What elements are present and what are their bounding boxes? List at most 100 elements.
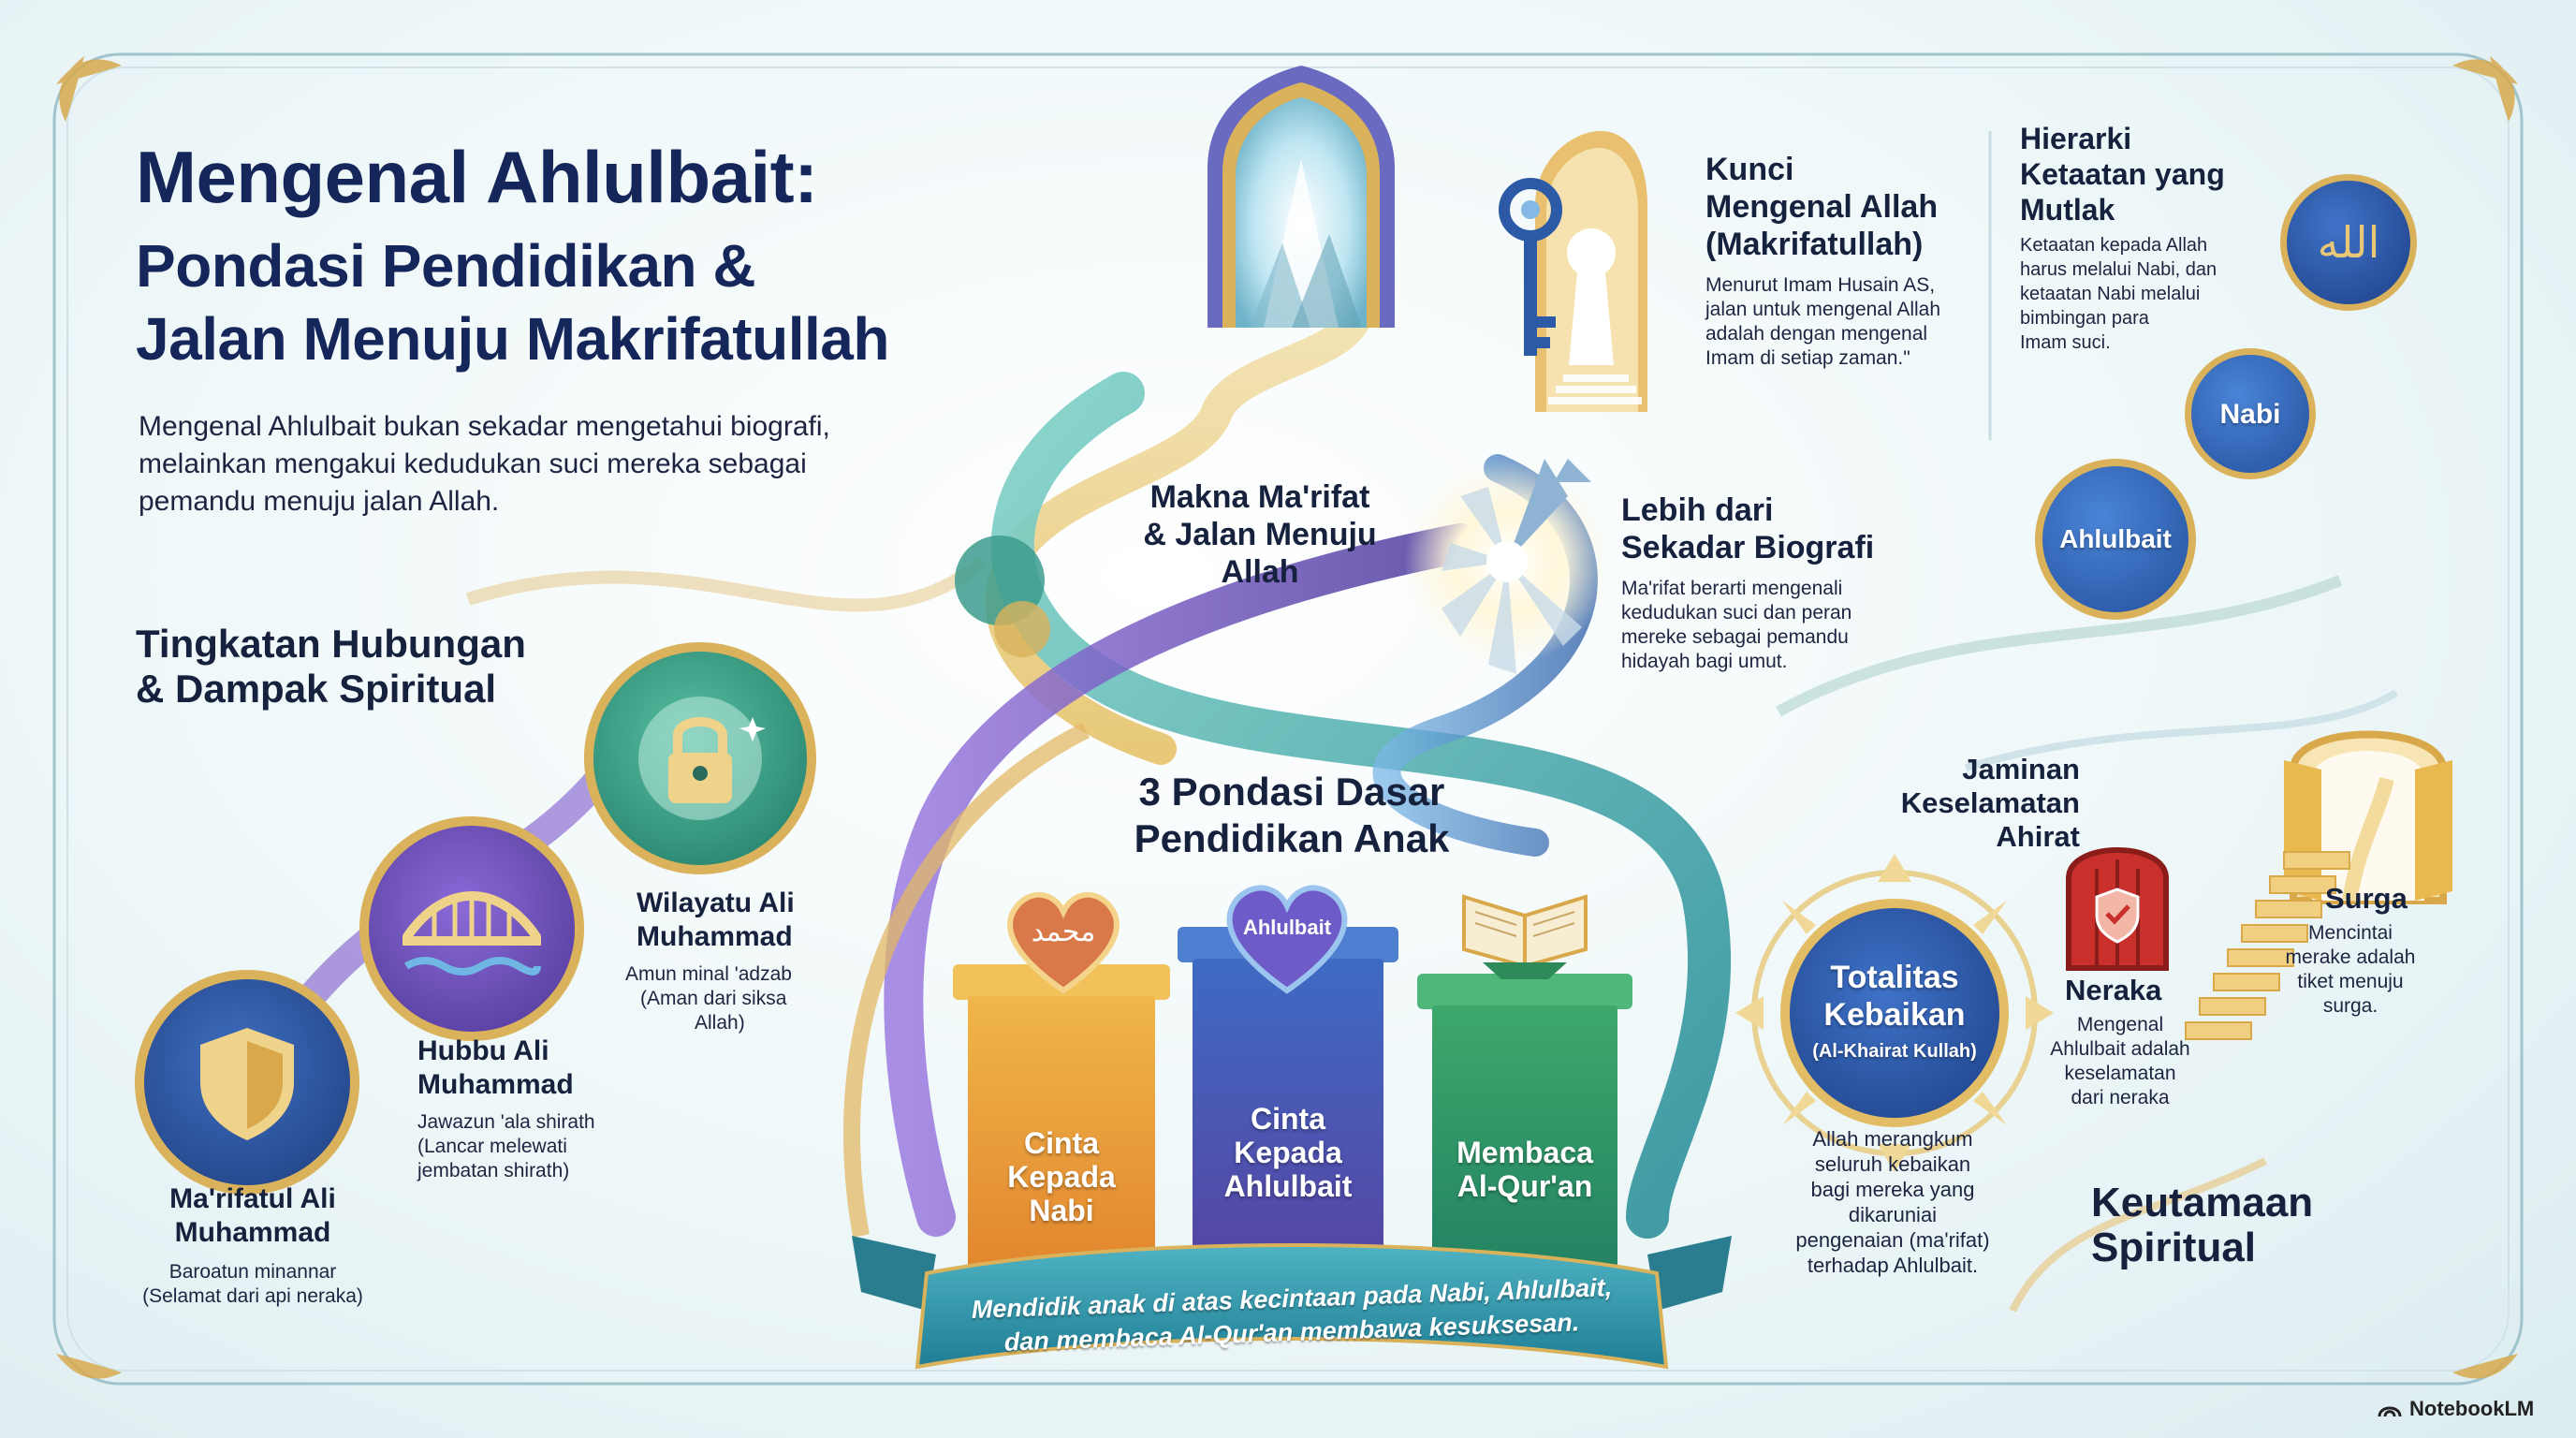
totalitas-line2: Kebaikan [1823,997,1966,1033]
wilayatu-circle [584,642,816,874]
intro-line3: pemandu menuju jalan Allah. [139,486,500,517]
hierarchy-body-1: Ketaatan kepada Allah [2020,235,2208,256]
surga-desc-1: Mencintai [2308,922,2393,944]
pillar-1-label-1: Cinta [1024,1126,1099,1160]
key-heading-1: Kunci [1705,152,1794,187]
jaminan-heading-1: Jaminan [1962,753,2080,785]
biografi-heading-2: Sekadar Biografi [1621,530,1875,565]
allah-circle: الله [2280,174,2417,311]
key-icon [1499,178,1562,356]
neraka-title: Neraka [2065,974,2162,1006]
key-body-2: jalan untuk mengenal Allah [1705,299,1941,320]
bridge-icon [402,891,542,976]
brand-label: NotebookLM [2409,1397,2535,1420]
keutamaan-line1: Keutamaan [2091,1180,2314,1225]
surga-title: Surga [2325,882,2408,915]
hierarchy-heading-1: Hierarki [2020,122,2132,155]
shielded-door-icon [2066,847,2169,971]
pillar-3-label-1: Membaca [1456,1136,1593,1169]
notebooklm-logo-icon [2378,1406,2402,1417]
neraka-desc-4: dari neraka [2071,1087,2170,1108]
hierarchy-heading-3: Mutlak [2020,193,2115,227]
wilayatu-desc-1: Amun minal 'adzab [625,963,792,985]
hierarchy-body-3: ketaatan Nabi melalui [2020,284,2201,304]
heart-muhammad-icon [1007,892,1120,994]
tingkatan-heading-1: Tingkatan Hubungan [136,622,526,666]
keutamaan-line2: Spiritual [2091,1225,2257,1270]
totalitas-badge [1780,899,2009,1127]
hubbu-circle [359,816,584,1041]
hierarchy-body-5: Imam suci. [2020,332,2111,353]
heart-ahlulbait-icon [1226,885,1348,994]
pillar-1-label-3: Nabi [1029,1194,1094,1227]
key-heading-2: Mengenal Allah [1705,189,1939,225]
page-title-line2: Pondasi Pendidikan & [136,232,756,300]
surga-desc-2: merake adalah [2285,946,2416,968]
key-heading-3: (Makrifatullah) [1705,227,1924,262]
ribbon-banner [852,1236,1732,1370]
intro-line1: Mengenal Ahlulbait bukan sekadar mengeta… [139,411,830,442]
neraka-desc-3: keselamatan [2064,1063,2176,1084]
heart-muhammad-text: محمد [1031,916,1096,948]
ahlulbait-circle: Ahlulbait [2035,459,2196,620]
marifatul-circle [135,970,359,1195]
lock-icon [638,697,766,820]
shield-icon [200,1028,294,1140]
biografi-body-4: hidayah bagi umut. [1621,651,1788,672]
stairs-icon [2185,851,2350,1040]
heart-ahlulbait-text: Ahlulbait [1242,916,1332,939]
totalitas-line3: (Al-Khairat Kullah) [1812,1041,1977,1062]
allah-calligraphy: الله [2317,217,2380,268]
light-burst-icon [1404,459,1610,674]
keyhole-arch-icon [1535,131,1647,412]
hierarchy-body-4: bimbingan para [2020,308,2149,329]
nabi-circle: Nabi [2185,348,2316,479]
surga-desc-3: tiket menuju [2297,971,2404,992]
totalitas-body-6: terhadap Ahlulbait. [1807,1254,1979,1277]
marifatul-desc-2: (Selamat dari api neraka) [142,1285,363,1307]
page-title-line1: Mengenal Ahlulbait: [136,136,818,218]
brand-mark: NotebookLM [2378,1397,2534,1421]
marifatul-desc-1: Baroatun minannar [168,1261,337,1283]
ahlulbait-circle-label: Ahlulbait [2059,523,2172,553]
totalitas-line1: Totalitas [1830,960,1959,995]
tingkatan-heading-2: & Dampak Spiritual [136,667,497,711]
key-body-3: adalah dengan mengenal [1705,323,1928,345]
pillar-3-label-2: Al-Qur'an [1456,1169,1593,1203]
quran-icon [1462,894,1588,979]
nabi-circle-label: Nabi [2219,398,2281,430]
pillar-3-cap [1417,974,1632,1009]
makna-heading-1: Makna Ma'rifat [1149,479,1370,515]
jaminan-heading-3: Ahirat [1996,820,2080,853]
hubbu-title-2: Muhammad [417,1069,574,1100]
hubbu-title-1: Hubbu Ali [417,1035,549,1066]
pillar-1-label-2: Kepada [1007,1160,1116,1194]
hubbu-desc-1: Jawazun 'ala shirath [417,1111,595,1133]
totalitas-body-5: pengenaian (ma'rifat) [1795,1228,1990,1252]
page-title-line3: Jalan Menuju Makrifatullah [136,305,889,373]
pillar-2-label-3: Ahlulbait [1223,1169,1353,1203]
totalitas-body-2: seluruh kebaikan [1814,1152,1971,1176]
key-body-1: Menurut Imam Husain AS, [1705,274,1936,296]
totalitas-body-3: bagi mereka yang [1810,1178,1975,1201]
wilayatu-desc-3: Allah) [695,1012,745,1034]
jaminan-heading-2: Keselamatan [1900,786,2080,819]
hierarchy-heading-2: Ketaatan yang [2020,157,2225,191]
neraka-desc-2: Ahlulbait adalah [2050,1038,2190,1060]
pillar-2-label-2: Kepada [1234,1136,1342,1169]
key-body-4: Imam di setiap zaman." [1705,347,1910,369]
wilayatu-title-2: Muhammad [637,921,793,952]
wilayatu-title-1: Wilayatu Ali [637,888,795,918]
hierarchy-body-2: harus melalui Nabi, dan [2020,259,2217,280]
biografi-body-2: kedudukan suci dan peran [1621,602,1852,624]
hubbu-desc-3: jembatan shirath) [417,1160,570,1181]
pillar-2-label-1: Cinta [1251,1102,1325,1136]
surga-desc-4: surga. [2322,995,2378,1017]
neraka-desc-1: Mengenal [2076,1014,2164,1035]
hubbu-desc-2: (Lancar melewati [417,1136,567,1157]
makna-heading-2: & Jalan Menuju [1143,517,1377,552]
totalitas-body-1: Allah merangkum [1812,1127,1973,1151]
marifatul-title-1: Ma'rifatul Ali [169,1183,336,1214]
biografi-heading-1: Lebih dari [1621,492,1774,528]
pondasi-heading-2: Pendidikan Anak [1134,816,1450,860]
